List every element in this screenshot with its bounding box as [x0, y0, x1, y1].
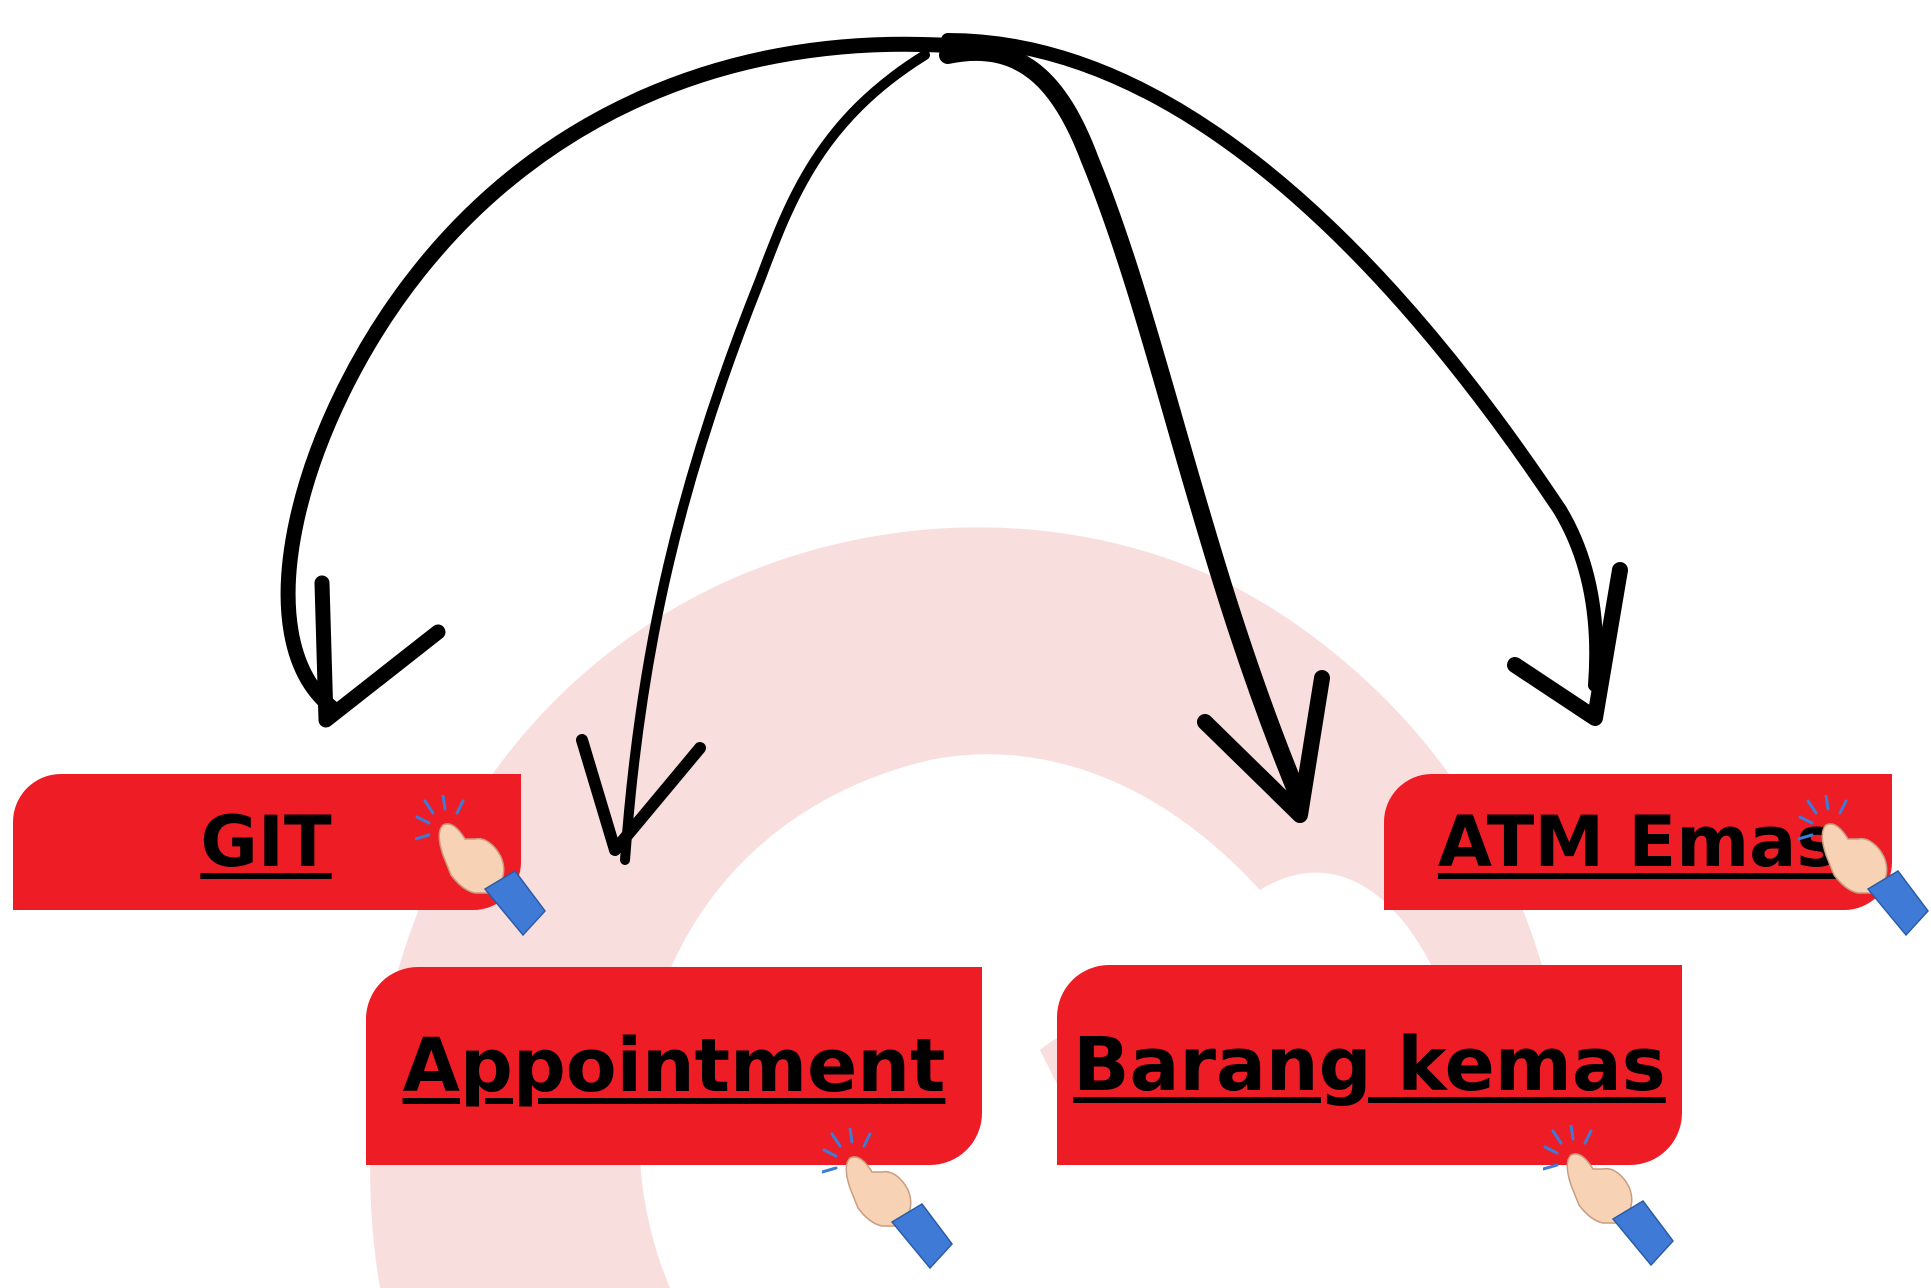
barang-kemas-button[interactable]: Barang kemas [1057, 965, 1682, 1165]
arrowhead-atm [1507, 562, 1628, 726]
appointment-button-label: Appointment [402, 1023, 946, 1109]
atm-emas-button-label: ATM Emas [1437, 801, 1839, 883]
arrowhead-appointment [576, 734, 706, 856]
pointing-hand-icon [822, 1128, 953, 1270]
arrow-to-appointment [620, 50, 930, 865]
git-button-label: GIT [200, 801, 332, 883]
arrowhead-barang [1197, 670, 1330, 823]
git-button[interactable]: GIT [13, 774, 521, 910]
pointing-hand-icon [1543, 1125, 1674, 1267]
pointing-hand-icon [1798, 795, 1929, 937]
arrow-to-atm [941, 33, 1604, 692]
arrow-to-barang [939, 42, 1309, 809]
arrowhead-git [314, 575, 446, 728]
arrow-to-git [280, 36, 948, 718]
appointment-button[interactable]: Appointment [366, 967, 982, 1165]
barang-kemas-button-label: Barang kemas [1073, 1022, 1666, 1108]
pointing-hand-icon [415, 795, 546, 937]
atm-emas-button[interactable]: ATM Emas [1384, 774, 1892, 910]
